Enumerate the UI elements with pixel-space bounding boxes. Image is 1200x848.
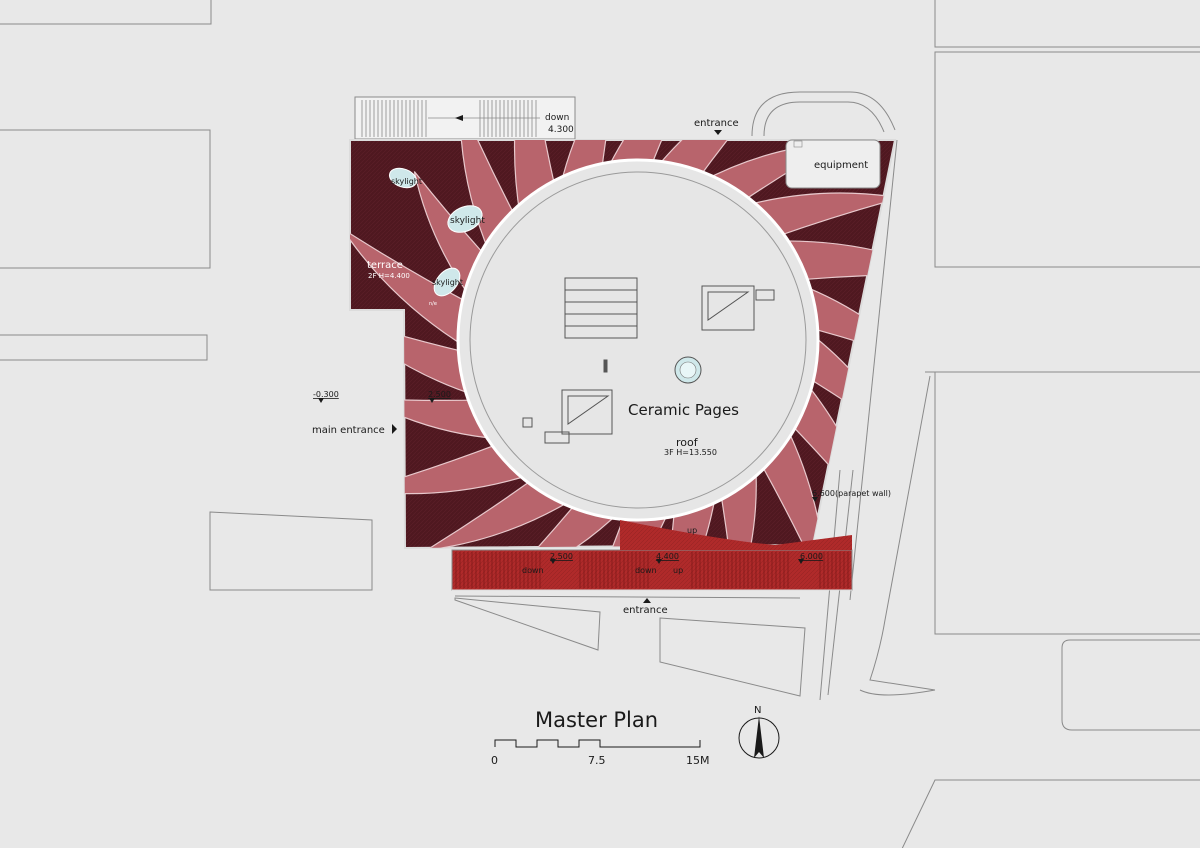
sun-ray	[604, 140, 703, 174]
context-block	[934, 371, 1200, 635]
context-line	[763, 101, 885, 137]
roof-unit	[755, 289, 775, 301]
skylight-oval	[433, 267, 461, 297]
context-block	[0, 129, 211, 269]
context-line	[849, 139, 898, 601]
drawing-title: Master Plan	[535, 708, 658, 732]
north-label: N	[754, 705, 761, 716]
level-outside: -0.300	[313, 390, 339, 399]
building-name: Ceramic Pages	[628, 401, 739, 419]
sun-ray	[719, 461, 757, 548]
level-marker-icon	[550, 559, 556, 564]
sun-ray	[413, 171, 490, 302]
skylight-label: skylight	[391, 177, 422, 186]
context-line	[859, 689, 936, 696]
context-block	[934, 51, 1200, 268]
scale-tick: 15M	[686, 754, 710, 767]
scale-tick: 0	[491, 754, 498, 767]
skylight-label: skylight	[432, 278, 463, 287]
skylight-oval	[447, 205, 483, 233]
roof-inner-ring	[469, 171, 807, 509]
entrance-bottom-label: entrance	[623, 605, 668, 616]
main-entrance-label: main entrance	[312, 425, 385, 436]
level-stair-c: 6.000	[800, 552, 823, 561]
context-line	[925, 371, 936, 380]
roof-fixtures	[522, 277, 775, 444]
entrance-arrow-icon	[643, 598, 651, 603]
terrace-level: 2F H=4.400	[368, 272, 410, 280]
parapet-note: (parapet wall)	[835, 489, 891, 498]
skylight-oval	[388, 167, 418, 189]
level-stair-b: 4.400	[656, 552, 679, 561]
small-note: n/e	[429, 301, 437, 307]
north-arrow-icon	[738, 716, 780, 759]
sun-ray	[757, 423, 828, 548]
roof-hatch	[701, 285, 755, 331]
roof-level: 3F H=13.550	[664, 448, 717, 457]
sun-ray	[502, 498, 624, 548]
context-line	[869, 375, 936, 691]
stair-treads	[455, 552, 849, 588]
main-entrance-arrow-icon	[392, 424, 397, 434]
roof-disc	[456, 158, 820, 522]
level-marker-icon	[656, 559, 662, 564]
context-block	[209, 511, 373, 591]
scale-bar	[494, 739, 701, 748]
top-stair-direction: down	[545, 113, 569, 123]
stair-down-label: down	[635, 566, 657, 575]
level-stair-a: 2.500	[550, 552, 573, 561]
context-block	[454, 597, 601, 651]
roof-post	[603, 359, 608, 373]
terrace-label: terrace	[367, 260, 403, 271]
top-stair: down 4.300	[354, 96, 576, 140]
level-parapet: 6.600	[812, 489, 835, 498]
level-marker-icon	[798, 559, 804, 564]
top-stair-treads	[361, 100, 540, 137]
context-block	[934, 0, 1200, 48]
equipment-room	[785, 139, 881, 189]
roof-unit	[522, 417, 533, 428]
context-line	[751, 91, 896, 137]
stair-up-label: up	[673, 566, 683, 575]
level-markers: -0.300 2.500 6.600 (parapet wall) 2.500 …	[313, 390, 891, 564]
bottom-stairs	[451, 520, 853, 599]
level-marker-icon	[812, 497, 818, 502]
stair-down-label: down	[522, 566, 544, 575]
stair-landing	[451, 549, 853, 591]
roof-vent-grille	[564, 277, 638, 339]
context-block	[901, 779, 1200, 848]
sun-ray	[652, 140, 791, 182]
stair-ramp	[620, 520, 852, 550]
level-marker-icon	[318, 398, 324, 403]
level-marker-icon	[429, 398, 435, 403]
roof-label: roof	[676, 436, 699, 449]
context-block	[0, 334, 208, 361]
terrace-skylights: skylight skylight skylight	[388, 167, 485, 297]
stair-arrow-icon	[455, 115, 463, 121]
stair-up-label: up	[687, 526, 697, 535]
top-stair-level: 4.300	[548, 125, 574, 135]
scale-tick: 7.5	[588, 754, 606, 767]
entrance-arrow-icon	[714, 130, 722, 135]
context-block	[0, 0, 212, 25]
level-ground: 2.500	[428, 390, 451, 399]
sun-ray	[775, 240, 895, 281]
roof-unit	[544, 431, 570, 444]
sun-ray	[558, 140, 620, 191]
context-block	[659, 617, 806, 697]
sun-ray	[426, 475, 577, 548]
sun-ray	[513, 140, 557, 219]
roof-hatch	[561, 389, 613, 435]
equipment-label: equipment	[814, 160, 868, 171]
entrance-top-label: entrance	[694, 118, 739, 129]
skylight-label: skylight	[450, 216, 485, 226]
context-block	[1061, 639, 1200, 731]
sun-ray	[741, 192, 895, 239]
